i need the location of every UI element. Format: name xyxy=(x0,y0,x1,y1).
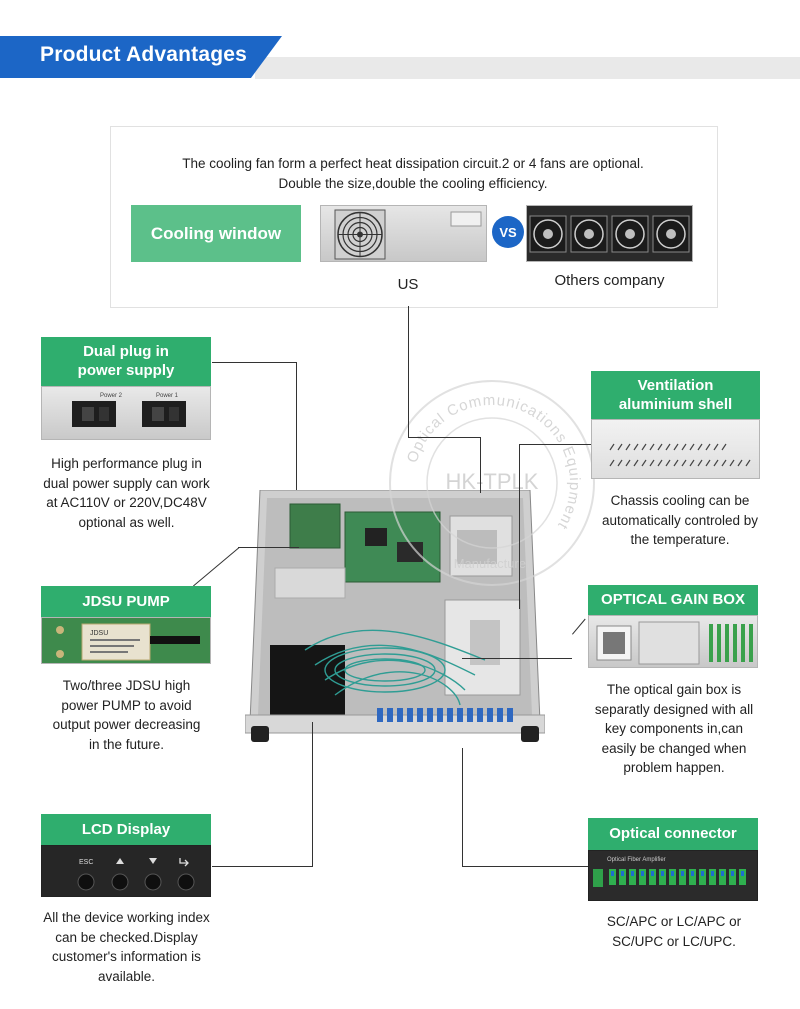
ventilation-badge: Ventilation aluminium shell xyxy=(591,371,760,419)
connector-line xyxy=(238,547,299,548)
optical-connector-photo: Optical Fiber Amplifier xyxy=(588,850,758,901)
gain-box-module-icon xyxy=(596,621,753,665)
four-fans-icon xyxy=(529,215,690,253)
optical-connector-description: SC/APC or LC/APC or SC/UPC or LC/UPC. xyxy=(580,912,768,951)
connector-line xyxy=(212,866,313,867)
desc-line: problem happen. xyxy=(623,760,725,775)
connector-ports-icon: Optical Fiber Amplifier xyxy=(593,857,746,887)
power1-label: Power 1 xyxy=(156,393,179,399)
us-label: US xyxy=(397,276,419,293)
optical-connector-badge: Optical connector xyxy=(588,818,758,850)
connector-line xyxy=(572,618,586,635)
power2-label: Power 2 xyxy=(100,393,123,399)
enter-arrow-icon xyxy=(179,858,189,867)
connector-panel-text: Optical Fiber Amplifier xyxy=(607,857,666,863)
connector-line xyxy=(462,748,463,867)
dual-plug-description: High performance plug in dual power supp… xyxy=(24,454,229,532)
desc-line: dual power supply can work xyxy=(43,475,210,491)
desc-line: All the device working index xyxy=(43,910,210,925)
desc-line: customer's information is xyxy=(52,949,201,964)
watermark-seal-icon: Optical Communications Equipment Manufac… xyxy=(389,380,595,586)
desc-line: key components in,can xyxy=(604,721,744,736)
connector-line xyxy=(408,306,409,437)
esc-key-label: ESC xyxy=(79,859,93,866)
dual-plug-photo: Power 2 Power 1 xyxy=(41,386,211,440)
connector-line xyxy=(193,547,240,587)
amplifier-device-photo xyxy=(244,489,546,750)
desc-line: power PUMP to avoid xyxy=(61,697,192,713)
connector-line xyxy=(462,658,572,659)
header-banner-stripe xyxy=(255,57,800,79)
dual-plug-title-line1: Dual plug in xyxy=(83,343,169,360)
ventilation-description: Chassis cooling can be automatically con… xyxy=(585,491,775,550)
watermark-center-text: HK-TPLK xyxy=(446,469,539,494)
device-chassis-illustration xyxy=(244,489,546,742)
up-arrow-icon xyxy=(116,858,124,864)
pump-chip-icon: JDSU xyxy=(56,623,200,661)
connector-line xyxy=(480,437,481,493)
connector-line xyxy=(519,444,520,609)
vent-slots-icon xyxy=(609,443,751,467)
ventilation-photo xyxy=(591,419,760,479)
desc-line: available. xyxy=(97,968,156,984)
fan-grille-icon xyxy=(334,209,482,260)
company-watermark: Optical Communications Equipment Manufac… xyxy=(387,378,597,588)
dual-plug-title-line2: power supply xyxy=(77,362,175,379)
desc-line: The optical gain box is xyxy=(606,682,742,697)
optical-gain-box-photo xyxy=(588,615,758,668)
cooling-caption-line2: Double the size,double the cooling effic… xyxy=(278,176,548,191)
optical-gain-box-description: The optical gain box is separatly design… xyxy=(580,680,768,778)
lcd-display-photo: ESC xyxy=(41,845,211,897)
others-cooling-photo xyxy=(526,205,693,262)
desc-line: separatly designed with all xyxy=(594,701,754,717)
desc-line: Chassis cooling can be xyxy=(610,493,750,508)
others-company-label: Others company xyxy=(554,272,665,289)
desc-line: can be checked.Display xyxy=(55,929,198,945)
us-cooling-photo xyxy=(320,205,487,262)
vs-badge: VS xyxy=(492,216,524,248)
ventilation-title-line2: aluminium shell xyxy=(618,396,733,413)
lcd-display-badge: LCD Display xyxy=(41,814,211,845)
desc-line: easily be changed when xyxy=(601,740,747,756)
desc-line: SC/UPC or LC/UPC. xyxy=(612,933,736,949)
jdsu-pump-description: Two/three JDSU high power PUMP to avoid … xyxy=(24,676,229,754)
jdsu-pump-photo: JDSU xyxy=(41,617,211,664)
connector-line xyxy=(212,362,296,363)
desc-line: at AC110V or 220V,DC48V xyxy=(46,495,207,510)
connector-line xyxy=(462,866,588,867)
power-socket-icon: Power 2 Power 1 xyxy=(72,393,186,427)
desc-line: optional as well. xyxy=(78,514,175,530)
jdsu-chip-text: JDSU xyxy=(90,630,108,637)
desc-line: SC/APC or LC/APC or xyxy=(606,914,742,929)
lcd-display-description: All the device working index can be chec… xyxy=(20,908,233,986)
jdsu-pump-badge: JDSU PUMP xyxy=(41,586,211,617)
desc-line: output power decreasing xyxy=(52,717,201,732)
cooling-window-badge: Cooling window xyxy=(131,205,301,262)
connector-line xyxy=(296,362,297,490)
page-title: Product Advantages xyxy=(40,43,248,66)
optical-gain-box-badge: OPTICAL GAIN BOX xyxy=(588,585,758,615)
connector-line xyxy=(519,444,592,445)
watermark-bottom-text: Manufacturer xyxy=(454,556,531,571)
desc-line: High performance plug in xyxy=(51,456,202,471)
lcd-keypad-icon: ESC xyxy=(77,858,195,891)
connector-line xyxy=(312,722,313,866)
desc-line: automatically controled by xyxy=(601,512,759,528)
connector-line xyxy=(408,437,481,438)
desc-line: the temperature. xyxy=(630,532,730,547)
desc-line: in the future. xyxy=(88,736,165,752)
cooling-caption-line1: The cooling fan form a perfect heat diss… xyxy=(182,156,644,171)
header-banner xyxy=(0,36,282,78)
dual-plug-badge: Dual plug in power supply xyxy=(41,337,211,386)
desc-line: Two/three JDSU high xyxy=(62,678,191,693)
ventilation-title-line1: Ventilation xyxy=(637,377,714,394)
down-arrow-icon xyxy=(149,858,157,864)
